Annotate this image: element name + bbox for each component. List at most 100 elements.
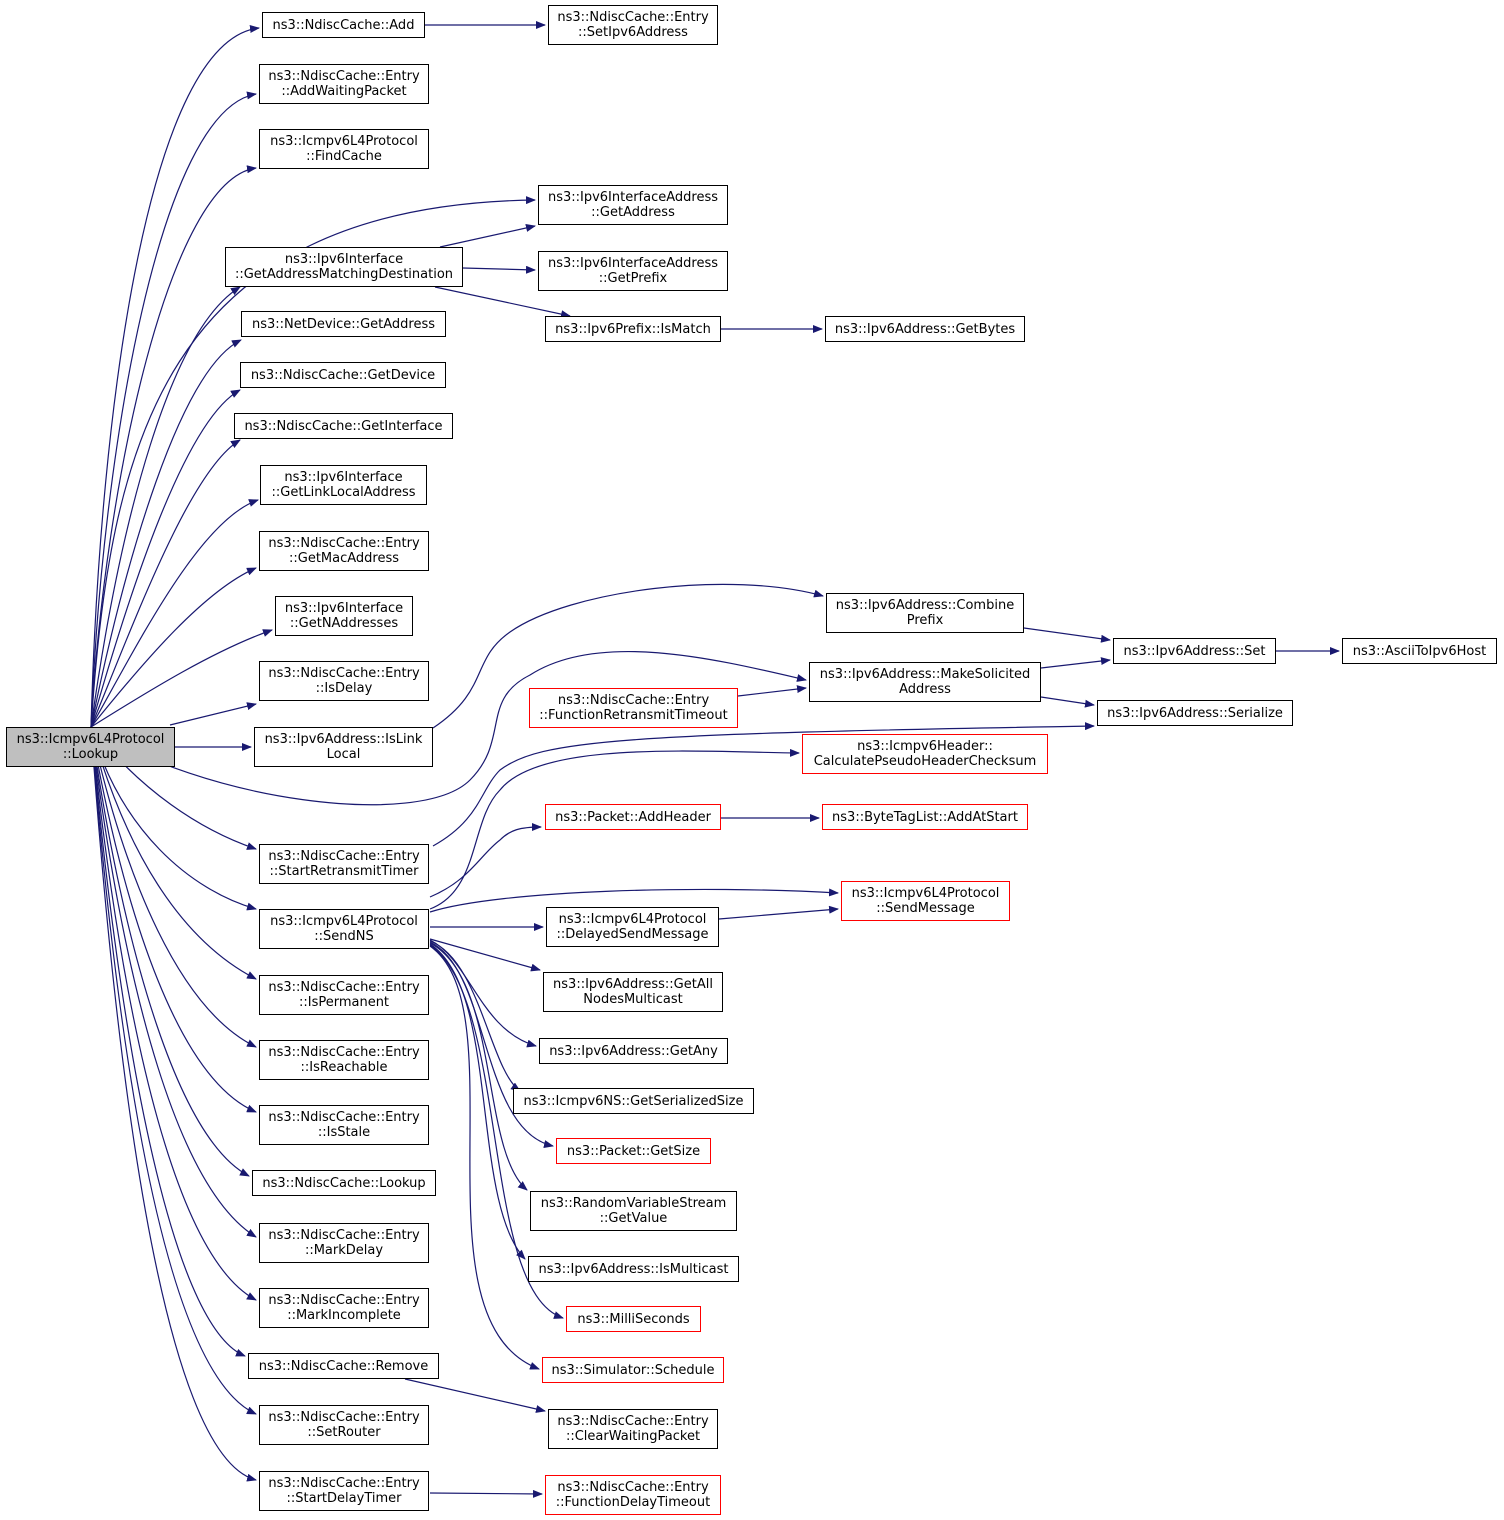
- node-mark-incomplete[interactable]: ns3::NdiscCache::Entry::MarkIncomplete: [259, 1288, 429, 1328]
- node-label: ns3::Simulator::Schedule: [551, 1362, 715, 1378]
- node-rv-value[interactable]: ns3::RandomVariableStream::GetValue: [530, 1191, 737, 1231]
- node-label: ::MarkDelay: [304, 1243, 384, 1258]
- node-delayed-send[interactable]: ns3::Icmpv6L4Protocol::DelayedSendMessag…: [546, 907, 719, 947]
- node-label: ns3::NdiscCache::Entry: [557, 10, 709, 25]
- node-pkt-size[interactable]: ns3::Packet::GetSize: [556, 1138, 711, 1164]
- node-find-cache[interactable]: ns3::Icmpv6L4Protocol::FindCache: [259, 129, 429, 169]
- node-ascii[interactable]: ns3::AsciiToIpv6Host: [1342, 638, 1497, 664]
- node-label: ns3::NdiscCache::Entry: [557, 693, 710, 708]
- node-label: ns3::NdiscCache::Entry: [268, 536, 420, 551]
- node-label: ns3::Icmpv6Header::: [857, 739, 993, 754]
- node-iface-match[interactable]: ns3::Ipv6Interface::GetAddressMatchingDe…: [225, 247, 463, 287]
- node-label: ns3::NdiscCache::Entry: [268, 1410, 420, 1425]
- node-label: ns3::Ipv6Interface: [284, 470, 403, 485]
- node-label: ::FunctionDelayTimeout: [555, 1495, 711, 1510]
- node-label: ns3::Icmpv6NS::GetSerializedSize: [523, 1093, 744, 1109]
- call-edge: [432, 722, 1095, 847]
- node-label: ::StartDelayTimer: [286, 1491, 402, 1506]
- node-label: ::SetRouter: [307, 1425, 381, 1440]
- node-link-local[interactable]: ns3::Ipv6Interface::GetLinkLocalAddress: [260, 465, 427, 505]
- call-edge: [169, 702, 257, 726]
- node-ifaddr-getaddr[interactable]: ns3::Ipv6InterfaceAddress::GetAddress: [538, 185, 728, 225]
- node-ns-size[interactable]: ns3::Icmpv6NS::GetSerializedSize: [513, 1088, 754, 1114]
- node-send-message[interactable]: ns3::Icmpv6L4Protocol::SendMessage: [841, 881, 1010, 921]
- node-label: ::FindCache: [306, 149, 382, 164]
- call-edges: [90, 21, 1340, 1498]
- node-prefix-match[interactable]: ns3::Ipv6Prefix::IsMatch: [545, 316, 721, 342]
- node-add-header[interactable]: ns3::Packet::AddHeader: [545, 804, 721, 830]
- node-mac-addr[interactable]: ns3::NdiscCache::Entry::GetMacAddress: [259, 531, 429, 571]
- call-edge: [429, 1489, 543, 1498]
- node-pseudo[interactable]: ns3::Icmpv6Header::CalculatePseudoHeader…: [802, 734, 1048, 774]
- node-naddr[interactable]: ns3::Ipv6Interface::GetNAddresses: [275, 596, 413, 636]
- node-label: ::GetValue: [599, 1211, 668, 1226]
- node-send-ns[interactable]: ns3::Icmpv6L4Protocol::SendNS: [259, 909, 429, 949]
- node-label: ::DelayedSendMessage: [556, 927, 709, 942]
- node-clear-waiting[interactable]: ns3::NdiscCache::Entry::ClearWaitingPack…: [548, 1409, 718, 1449]
- node-fn-delay[interactable]: ns3::NdiscCache::Entry::FunctionDelayTim…: [545, 1475, 721, 1515]
- node-cache-iface[interactable]: ns3::NdiscCache::GetInterface: [234, 413, 453, 439]
- call-edge: [90, 629, 273, 728]
- node-label: ::AddWaitingPacket: [281, 84, 407, 99]
- node-get-bytes[interactable]: ns3::Ipv6Address::GetBytes: [825, 316, 1025, 342]
- node-set-ipv6[interactable]: ns3::NdiscCache::Entry::SetIpv6Address: [548, 5, 718, 45]
- node-label: ns3::RandomVariableStream: [540, 1196, 727, 1211]
- node-label: ns3::Icmpv6L4Protocol: [270, 134, 418, 149]
- call-edge: [429, 945, 540, 1370]
- node-schedule[interactable]: ns3::Simulator::Schedule: [542, 1357, 724, 1383]
- node-cache-remove[interactable]: ns3::NdiscCache::Remove: [248, 1353, 439, 1379]
- node-label: ::IsStale: [317, 1125, 371, 1140]
- node-label: ns3::Ipv6InterfaceAddress: [547, 256, 719, 271]
- node-is-delay[interactable]: ns3::NdiscCache::Entry::IsDelay: [259, 661, 429, 701]
- node-addr-set[interactable]: ns3::Ipv6Address::Set: [1113, 638, 1276, 664]
- node-ifaddr-prefix[interactable]: ns3::Ipv6InterfaceAddress::GetPrefix: [538, 251, 728, 291]
- node-label: ns3::NdiscCache::Entry: [557, 1414, 709, 1429]
- node-label: ::GetLinkLocalAddress: [271, 485, 416, 500]
- node-label: ns3::Icmpv6L4Protocol: [270, 914, 418, 929]
- node-label: ns3::NdiscCache::GetDevice: [250, 367, 436, 383]
- node-start-retx[interactable]: ns3::NdiscCache::Entry::StartRetransmitT…: [259, 844, 429, 884]
- call-edge: [429, 943, 526, 1260]
- node-label: ns3::NdiscCache::GetInterface: [244, 418, 443, 434]
- node-label: ns3::NdiscCache::Entry: [268, 1045, 420, 1060]
- node-cache-lookup[interactable]: ns3::NdiscCache::Lookup: [252, 1170, 436, 1196]
- node-label: ns3::NdiscCache::Entry: [268, 980, 420, 995]
- node-set-router[interactable]: ns3::NdiscCache::Entry::SetRouter: [259, 1405, 429, 1445]
- node-is-stale[interactable]: ns3::NdiscCache::Entry::IsStale: [259, 1105, 429, 1145]
- node-fn-retx[interactable]: ns3::NdiscCache::Entry::FunctionRetransm…: [529, 688, 738, 728]
- call-edge: [90, 726, 257, 1238]
- call-edge: [90, 567, 257, 728]
- call-edge: [434, 286, 571, 319]
- call-edge: [90, 726, 257, 980]
- call-edge: [90, 165, 257, 728]
- node-root[interactable]: ns3::Icmpv6L4Protocol::Lookup: [6, 727, 175, 767]
- node-serialize[interactable]: ns3::Ipv6Address::Serialize: [1097, 700, 1293, 726]
- node-is-multicast[interactable]: ns3::Ipv6Address::IsMulticast: [528, 1256, 739, 1282]
- node-label: ns3::NdiscCache::Entry: [268, 1228, 420, 1243]
- node-is-reachable[interactable]: ns3::NdiscCache::Entry::IsReachable: [259, 1040, 429, 1080]
- node-get-any[interactable]: ns3::Ipv6Address::GetAny: [539, 1038, 728, 1064]
- call-edge: [90, 726, 257, 1415]
- node-cache-add[interactable]: ns3::NdiscCache::Add: [262, 12, 425, 38]
- node-label: ::SetIpv6Address: [578, 25, 688, 40]
- node-label: ns3::NdiscCache::Entry: [268, 1293, 420, 1308]
- node-add-waiting[interactable]: ns3::NdiscCache::Entry::AddWaitingPacket: [259, 64, 429, 104]
- node-is-permanent[interactable]: ns3::NdiscCache::Entry::IsPermanent: [259, 975, 429, 1015]
- node-label: ns3::Ipv6Prefix::IsMatch: [555, 321, 711, 337]
- node-mark-delay[interactable]: ns3::NdiscCache::Entry::MarkDelay: [259, 1223, 429, 1263]
- node-cache-device[interactable]: ns3::NdiscCache::GetDevice: [240, 362, 446, 388]
- node-label: ns3::NetDevice::GetAddress: [251, 316, 436, 332]
- node-millis[interactable]: ns3::MilliSeconds: [566, 1306, 701, 1332]
- node-label: ::GetNAddresses: [289, 616, 399, 631]
- call-edge: [90, 25, 260, 728]
- node-add-at-start[interactable]: ns3::ByteTagList::AddAtStart: [822, 804, 1028, 830]
- node-label: ::GetAddress: [591, 205, 675, 220]
- node-label: NodesMulticast: [583, 992, 683, 1007]
- node-label: ns3::NdiscCache::Entry: [268, 1476, 420, 1491]
- node-start-delay[interactable]: ns3::NdiscCache::Entry::StartDelayTimer: [259, 1471, 429, 1511]
- node-netdev-addr[interactable]: ns3::NetDevice::GetAddress: [241, 311, 446, 337]
